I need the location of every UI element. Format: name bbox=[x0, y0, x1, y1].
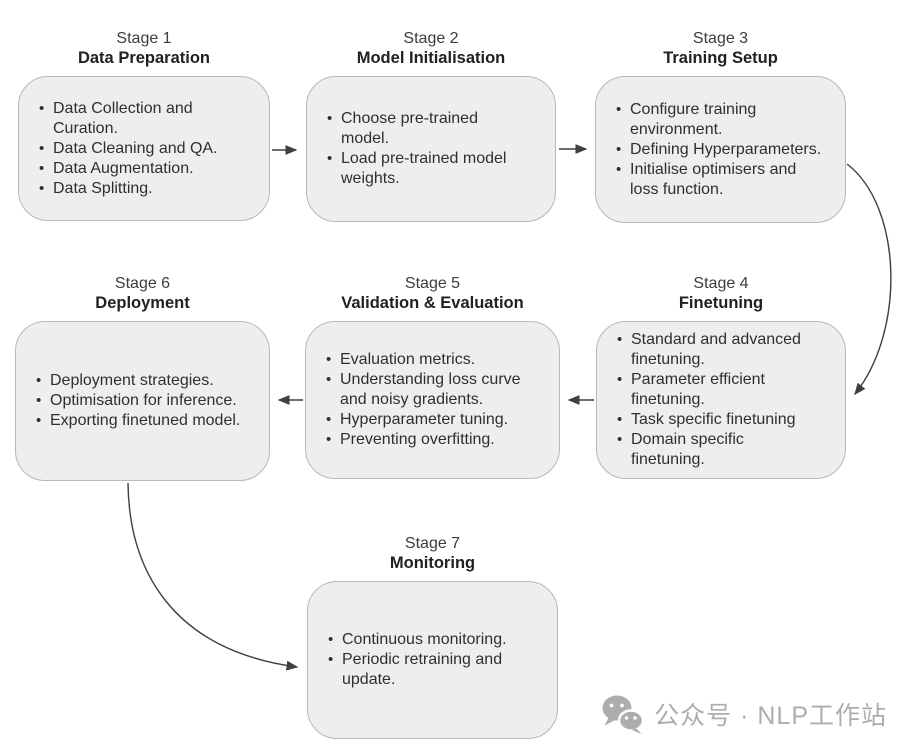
stage-2-group: Stage 2 Model Initialisation Choose pre-… bbox=[306, 29, 556, 222]
stage-4-box: Standard and advanced finetuning.Paramet… bbox=[596, 321, 846, 479]
bullet-item: Standard and advanced finetuning. bbox=[617, 330, 810, 370]
bullet-item: Understanding loss curve and noisy gradi… bbox=[326, 370, 540, 410]
stage-1-bullets: Data Collection and Curation.Data Cleani… bbox=[39, 99, 242, 199]
bullet-item: Load pre-trained model weights. bbox=[327, 149, 509, 189]
stage-title: Deployment bbox=[95, 294, 190, 312]
stage-title: Validation & Evaluation bbox=[341, 294, 524, 312]
stage-label: Stage 6 bbox=[114, 275, 171, 292]
bullet-item: Hyperparameter tuning. bbox=[326, 410, 540, 430]
stage-4-bullets: Standard and advanced finetuning.Paramet… bbox=[617, 330, 810, 470]
bullet-item: Choose pre-trained model. bbox=[327, 109, 509, 149]
stage-3-box: Configure training environment.Defining … bbox=[595, 76, 846, 223]
bullet-item: Periodic retraining and update. bbox=[328, 650, 524, 690]
bullet-item: Initialise optimisers and loss function. bbox=[616, 160, 823, 200]
wechat-icon bbox=[602, 695, 645, 734]
bullet-item: Deployment strategies. bbox=[36, 371, 240, 391]
watermark: 公众号 · NLP工作站 bbox=[600, 694, 887, 734]
bullet-item: Preventing overfitting. bbox=[326, 430, 540, 450]
bullet-item: Continuous monitoring. bbox=[328, 630, 524, 650]
stage-3-header: Stage 3 Training Setup bbox=[595, 29, 846, 69]
stage-title: Monitoring bbox=[389, 554, 476, 572]
stage-title: Data Preparation bbox=[77, 49, 211, 67]
bullet-item: Configure training environment. bbox=[616, 100, 823, 140]
stage-4-group: Stage 4 Finetuning Standard and advanced… bbox=[596, 274, 846, 479]
stage-label: Stage 7 bbox=[404, 535, 461, 552]
watermark-text: 公众号 · NLP工作站 bbox=[654, 702, 887, 730]
stage-6-bullets: Deployment strategies.Optimisation for i… bbox=[36, 371, 240, 431]
stage-6-box: Deployment strategies.Optimisation for i… bbox=[15, 321, 270, 481]
bullet-item: Data Collection and Curation. bbox=[39, 99, 242, 139]
stage-label: Stage 1 bbox=[116, 30, 172, 47]
bullet-item: Data Cleaning and QA. bbox=[39, 139, 242, 159]
stage-3-bullets: Configure training environment.Defining … bbox=[616, 100, 823, 200]
stage-6-group: Stage 6 Deployment Deployment strategies… bbox=[15, 274, 270, 481]
stage-title: Finetuning bbox=[678, 294, 764, 312]
stage-5-header: Stage 5 Validation & Evaluation bbox=[305, 274, 560, 314]
stage-4-header: Stage 4 Finetuning bbox=[596, 274, 846, 314]
stage-7-header: Stage 7 Monitoring bbox=[307, 534, 558, 574]
bullet-item: Defining Hyperparameters. bbox=[616, 140, 823, 160]
stage-7-box: Continuous monitoring.Periodic retrainin… bbox=[307, 581, 558, 739]
stage-2-header: Stage 2 Model Initialisation bbox=[306, 29, 556, 69]
bullet-item: Task specific finetuning bbox=[617, 410, 810, 430]
bullet-item: Parameter efficient finetuning. bbox=[617, 370, 810, 410]
stage-1-header: Stage 1 Data Preparation bbox=[18, 29, 270, 69]
stage-label: Stage 2 bbox=[403, 30, 459, 47]
stage-title: Training Setup bbox=[663, 49, 778, 67]
arrow-stage3-to-stage4 bbox=[846, 163, 892, 396]
bullet-item: Optimisation for inference. bbox=[36, 391, 240, 411]
stage-7-group: Stage 7 Monitoring Continuous monitoring… bbox=[307, 534, 558, 739]
stage-5-group: Stage 5 Validation & Evaluation Evaluati… bbox=[305, 274, 560, 479]
bullet-item: Data Augmentation. bbox=[39, 159, 242, 179]
stage-5-box: Evaluation metrics.Understanding loss cu… bbox=[305, 321, 560, 479]
stage-6-header: Stage 6 Deployment bbox=[15, 274, 270, 314]
bullet-item: Evaluation metrics. bbox=[326, 350, 540, 370]
arrow-stage6-to-stage7 bbox=[127, 482, 299, 671]
stage-2-bullets: Choose pre-trained model.Load pre-traine… bbox=[327, 109, 509, 189]
bullet-item: Domain specific finetuning. bbox=[617, 430, 810, 470]
stage-5-bullets: Evaluation metrics.Understanding loss cu… bbox=[326, 350, 540, 450]
bullet-item: Exporting finetuned model. bbox=[36, 411, 240, 431]
stage-3-group: Stage 3 Training Setup Configure trainin… bbox=[595, 29, 846, 223]
stage-1-box: Data Collection and Curation.Data Cleani… bbox=[18, 76, 270, 221]
stage-1-group: Stage 1 Data Preparation Data Collection… bbox=[18, 29, 270, 221]
stage-7-bullets: Continuous monitoring.Periodic retrainin… bbox=[328, 630, 524, 690]
stage-title: Model Initialisation bbox=[356, 49, 506, 67]
stage-label: Stage 3 bbox=[692, 30, 749, 47]
stage-label: Stage 5 bbox=[404, 275, 461, 292]
stage-2-box: Choose pre-trained model.Load pre-traine… bbox=[306, 76, 556, 222]
bullet-item: Data Splitting. bbox=[39, 179, 242, 199]
stage-label: Stage 4 bbox=[693, 275, 749, 292]
